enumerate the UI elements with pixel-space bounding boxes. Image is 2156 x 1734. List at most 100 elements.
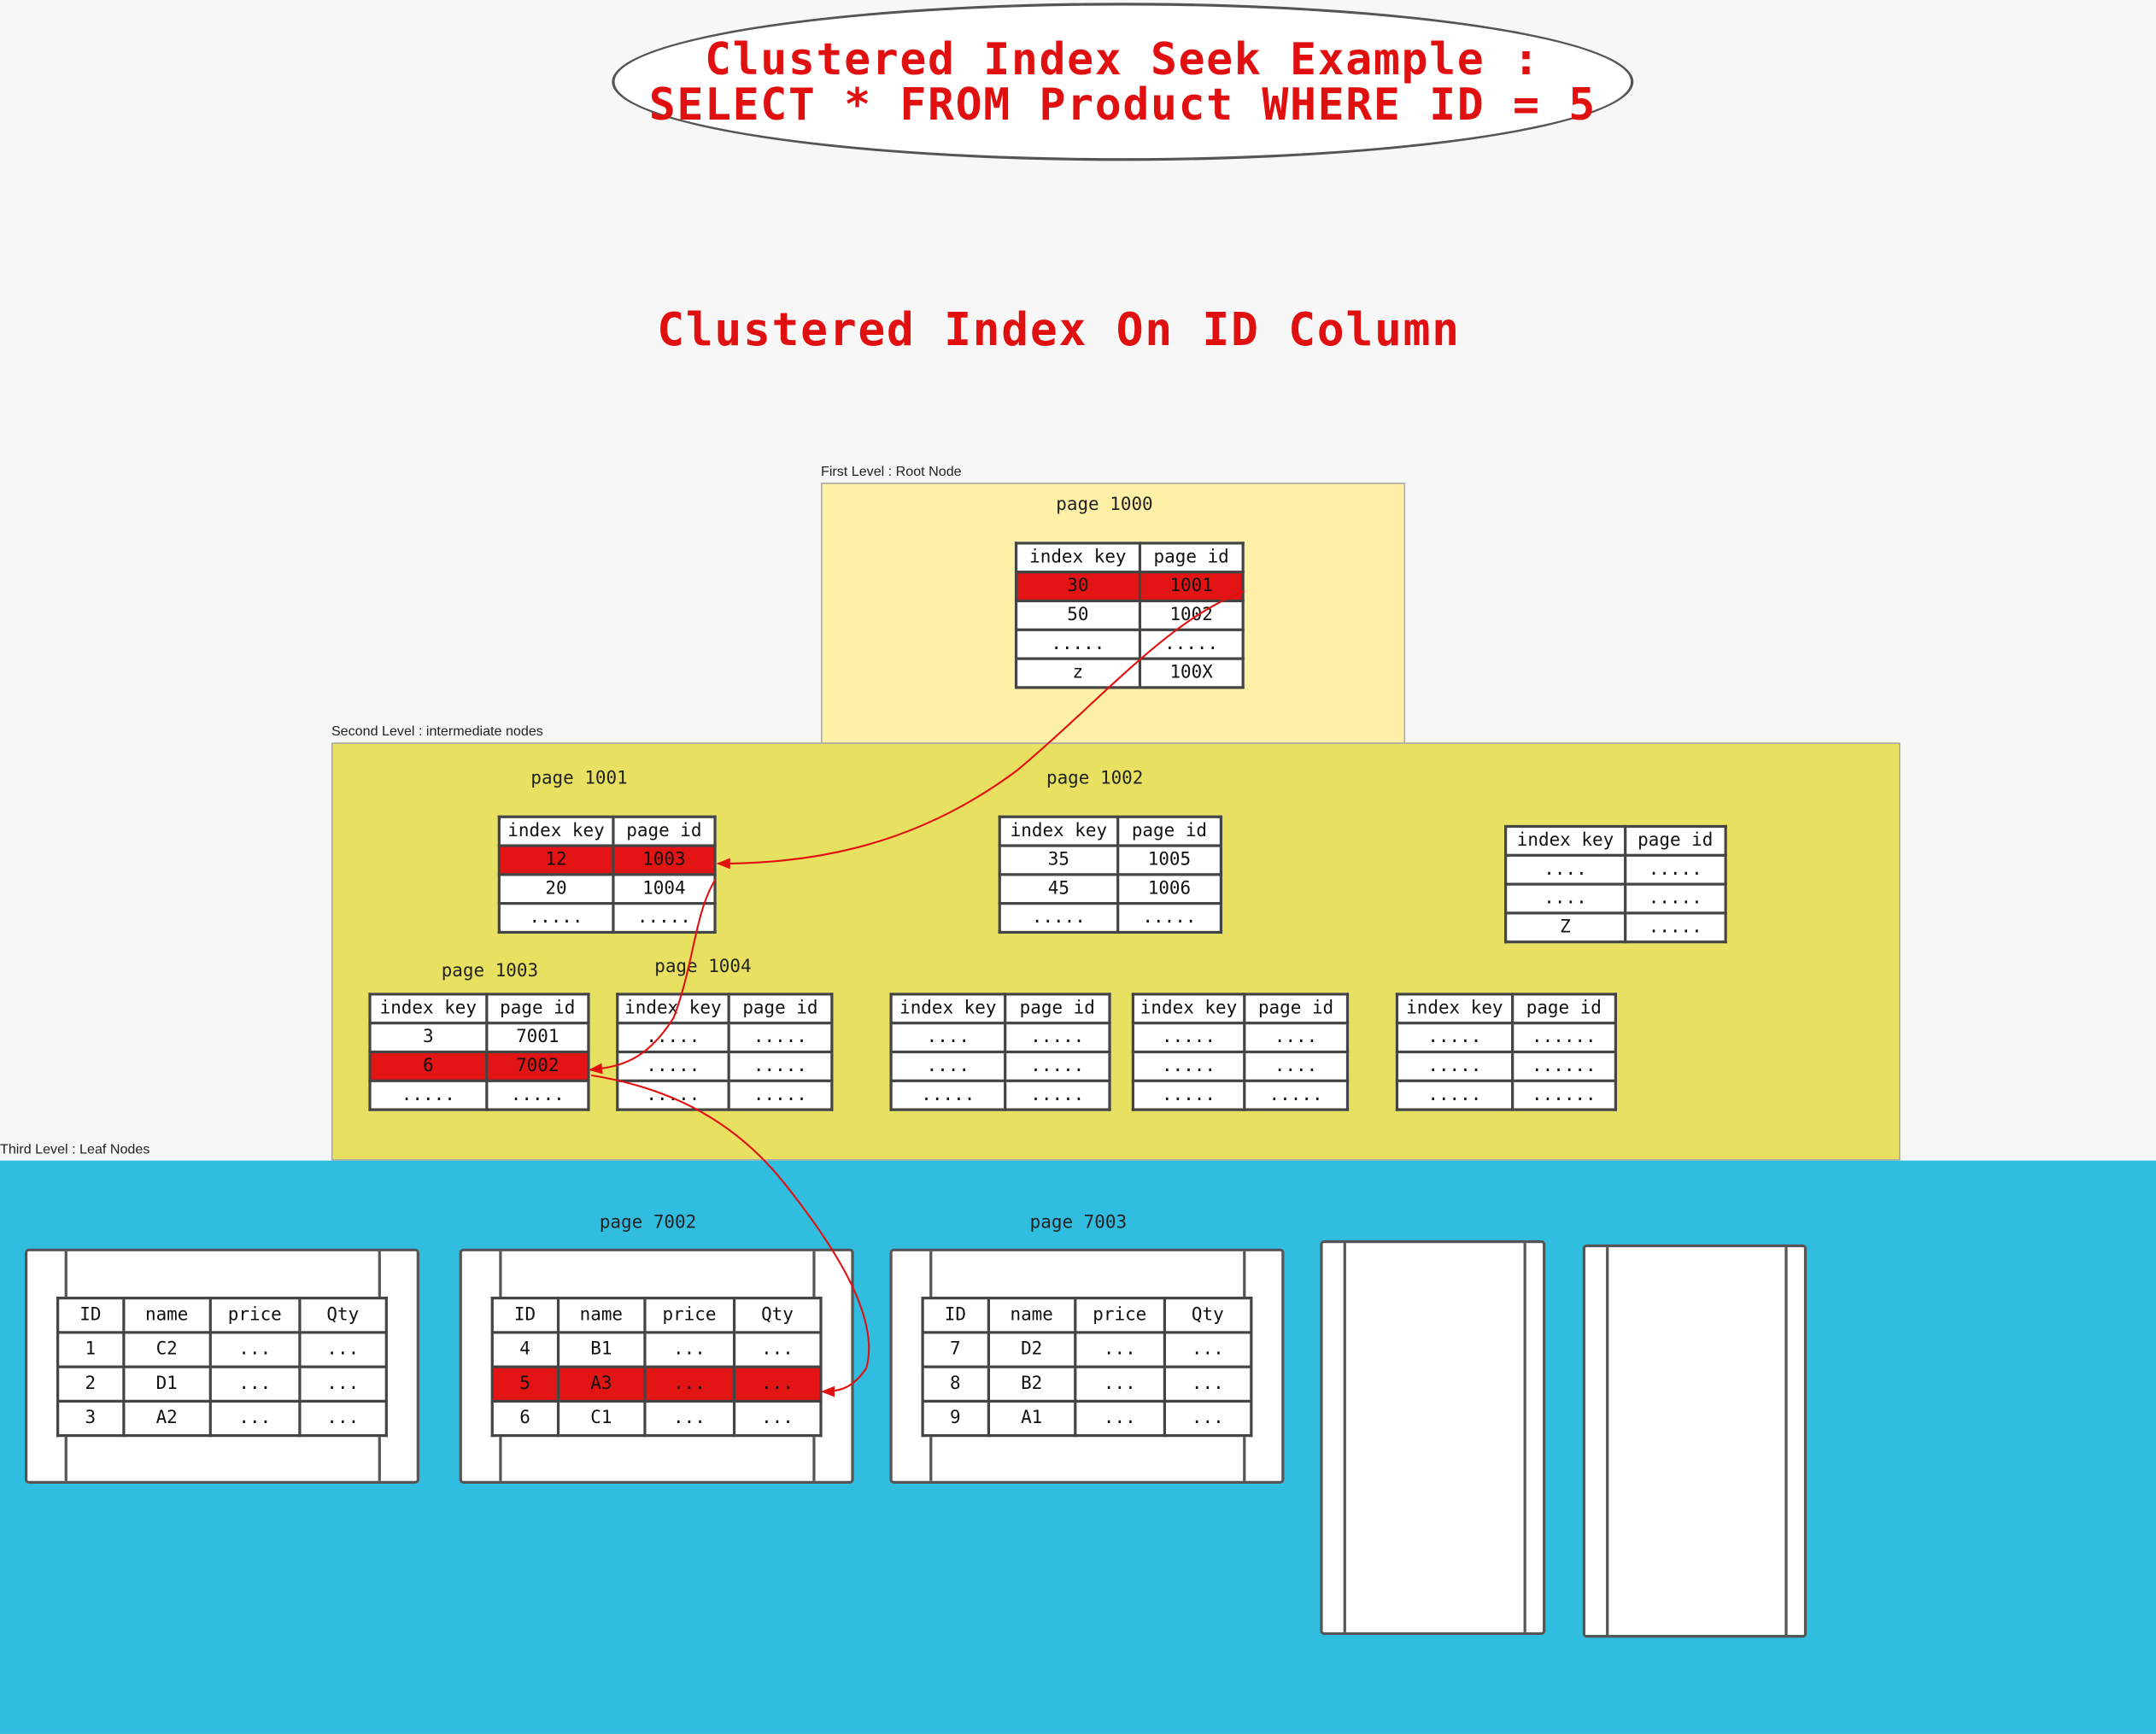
diagram-subtitle: Clustered Index On ID Column [657, 302, 1461, 356]
table-cell: 1004 [612, 873, 717, 905]
table-cell: B2 [986, 1365, 1077, 1403]
column-header: ID [56, 1297, 125, 1334]
table-cell: 2 [56, 1365, 125, 1403]
column-header: Qty [732, 1297, 823, 1334]
table-cell: 4 [490, 1331, 560, 1368]
page-label-1004: page 1004 [654, 957, 752, 978]
column-header: ID [490, 1297, 560, 1334]
page-label-1000: page 1000 [1056, 495, 1153, 516]
table-row: ......... [889, 1022, 1111, 1054]
table-cell: ... [732, 1399, 823, 1438]
column-header: page id [1003, 993, 1111, 1025]
table-cell: 45 [998, 873, 1120, 905]
table-cell: z [1014, 657, 1141, 689]
table-cell: A2 [121, 1399, 212, 1438]
column-header: index key [368, 993, 489, 1025]
table-cell: ... [1163, 1365, 1253, 1403]
table-row: ........... [1395, 1079, 1618, 1111]
column-header: ID [921, 1297, 990, 1334]
table-cell: ...... [1510, 1022, 1618, 1054]
table-cell: ...... [1510, 1079, 1618, 1111]
table-row: ......... [1131, 1050, 1350, 1082]
table-cell: ..... [1003, 1022, 1111, 1054]
table-cell: ..... [1395, 1022, 1514, 1054]
table-cell: ... [297, 1365, 388, 1403]
column-header: index key [998, 815, 1120, 847]
table-cell: ..... [727, 1079, 834, 1111]
column-header: index key [1504, 824, 1626, 857]
table-cell: 7 [921, 1331, 990, 1368]
table-cell: ..... [616, 1050, 730, 1082]
table-cell: ..... [616, 1022, 730, 1054]
column-header: index key [1014, 542, 1141, 574]
table-cell: .... [1504, 853, 1626, 886]
table-cell: 6 [368, 1050, 489, 1082]
table-cell: 1003 [612, 844, 717, 876]
table-cell: 1001 [1138, 571, 1245, 603]
column-header: index key [889, 993, 1007, 1025]
table-row: ......... [1131, 1022, 1350, 1054]
column-header: page id [1243, 993, 1350, 1025]
table-row: ......... [1504, 882, 1727, 915]
table-cell: ... [1163, 1399, 1253, 1438]
root-level-caption: First Level : Root Node [820, 465, 962, 480]
table-cell: ..... [484, 1079, 590, 1111]
table-row: ........... [1395, 1022, 1618, 1054]
table-cell: ..... [1131, 1079, 1246, 1111]
table-cell: ..... [368, 1079, 489, 1111]
intermediate-level-caption: Second Level : intermediate nodes [331, 724, 543, 741]
table-cell: ..... [727, 1050, 834, 1082]
table-cell: 1006 [1116, 873, 1223, 905]
page-label-1003: page 1003 [441, 961, 539, 982]
column-header: page id [1116, 815, 1223, 847]
table-cell: ..... [1003, 1050, 1111, 1082]
table-cell: ... [1074, 1331, 1166, 1368]
table-row: .......... [1131, 1079, 1350, 1111]
table-cell: ..... [1131, 1050, 1246, 1082]
table-cell: .... [889, 1022, 1007, 1054]
leaf-page-empty-1 [1320, 1240, 1546, 1636]
column-header: name [556, 1297, 647, 1334]
table-row: .......... [998, 902, 1223, 934]
table-cell: ..... [1243, 1079, 1350, 1111]
table-cell: 20 [497, 873, 615, 905]
table-cell: A3 [556, 1365, 647, 1403]
column-header: Qty [1163, 1297, 1253, 1334]
title-line-1: Clustered Index Seek Example : [704, 32, 1541, 85]
table-cell: .... [1243, 1050, 1350, 1082]
table-cell: 7001 [484, 1022, 590, 1054]
page-label-1002: page 1002 [1046, 768, 1144, 790]
table-cell: 3 [56, 1399, 125, 1438]
leaf-page-empty-2 [1582, 1244, 1807, 1638]
table-cell: ..... [1623, 911, 1727, 944]
